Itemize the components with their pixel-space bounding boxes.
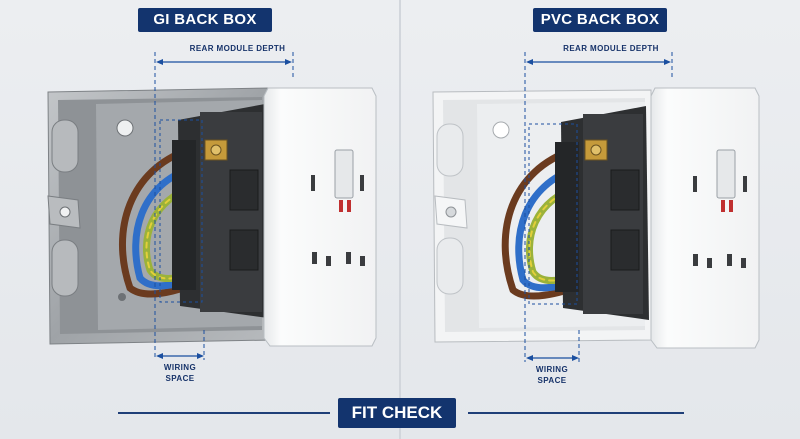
pvc-rear-module [555, 106, 649, 320]
gi-wiring-label-line1: WIRING [163, 363, 197, 372]
gi-backbox-illustration [47, 52, 377, 360]
pvc-title-badge: PVC BACK BOX [533, 8, 667, 32]
gi-rear-module [172, 104, 268, 318]
gi-panel: GI BACK BOX REAR MODULE DEPTH WIRING SPA… [0, 0, 399, 439]
pvc-panel: PVC BACK BOX REAR MODULE DEPTH WIRING SP… [401, 0, 800, 439]
gi-rear-module-depth-label: REAR MODULE DEPTH [189, 44, 286, 53]
pvc-face-plate [650, 87, 760, 349]
pvc-rear-module-depth-label: REAR MODULE DEPTH [563, 44, 659, 53]
fit-check-rule-left [118, 412, 330, 414]
pvc-wiring-label-line1: WIRING [535, 365, 569, 374]
fit-check-rule-right [468, 412, 684, 414]
gi-title-badge: GI BACK BOX [138, 8, 272, 32]
gi-wiring-label-line2: SPACE [165, 374, 195, 383]
fit-check-badge: FIT CHECK [338, 398, 456, 428]
gi-dimension-lines [154, 52, 294, 360]
panel-divider [399, 0, 401, 439]
pvc-wiring-label-line2: SPACE [537, 376, 567, 385]
gi-face-plate [263, 87, 377, 347]
pvc-backbox-illustration [432, 52, 760, 362]
pvc-dimension-lines [524, 52, 673, 362]
